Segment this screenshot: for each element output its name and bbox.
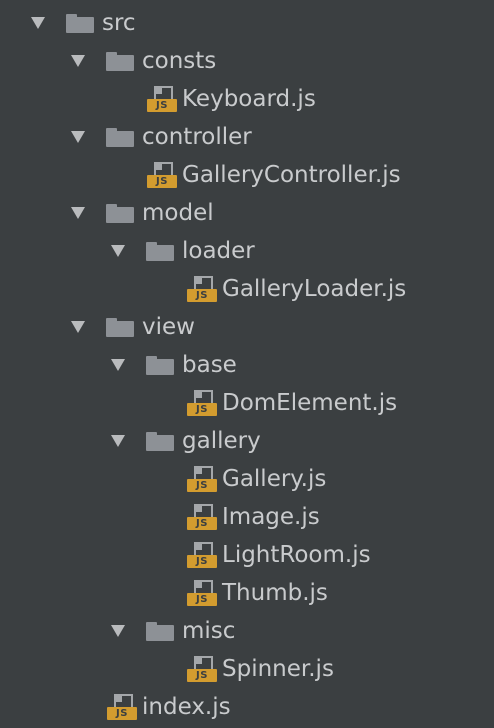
folder-label: model — [142, 200, 214, 226]
tree-file-row[interactable]: JS Keyboard.js — [0, 80, 494, 118]
js-badge: JS — [187, 593, 217, 606]
folder-icon — [106, 52, 134, 71]
js-file-icon: JS — [187, 390, 217, 416]
tree-file-row[interactable]: JS index.js — [0, 688, 494, 726]
js-file-icon: JS — [147, 162, 177, 188]
expand-arrow-icon[interactable] — [31, 17, 45, 29]
tree-file-row[interactable]: JS Spinner.js — [0, 650, 494, 688]
file-label: DomElement.js — [222, 390, 398, 416]
tree-file-row[interactable]: JS DomElement.js — [0, 384, 494, 422]
file-label: Thumb.js — [222, 580, 328, 606]
js-badge: JS — [147, 175, 177, 188]
tree-folder-row[interactable]: gallery — [0, 422, 494, 460]
folder-label: gallery — [182, 428, 261, 454]
folder-icon — [66, 14, 94, 33]
js-file-icon: JS — [187, 276, 217, 302]
expand-arrow-icon[interactable] — [71, 207, 85, 219]
folder-icon — [146, 622, 174, 641]
tree-folder-row[interactable]: misc — [0, 612, 494, 650]
expand-arrow-icon[interactable] — [71, 131, 85, 143]
js-file-icon: JS — [187, 656, 217, 682]
folder-label: src — [102, 10, 136, 36]
folder-icon — [146, 242, 174, 261]
folder-icon — [146, 432, 174, 451]
tree-folder-row[interactable]: controller — [0, 118, 494, 156]
folder-label: loader — [182, 238, 255, 264]
js-badge: JS — [107, 707, 137, 720]
tree-file-row[interactable]: JS GalleryController.js — [0, 156, 494, 194]
tree-file-row[interactable]: JS GalleryLoader.js — [0, 270, 494, 308]
folder-label: view — [142, 314, 195, 340]
expand-arrow-icon[interactable] — [111, 625, 125, 637]
js-file-icon: JS — [187, 504, 217, 530]
tree-folder-row[interactable]: loader — [0, 232, 494, 270]
tree-folder-row[interactable]: model — [0, 194, 494, 232]
expand-arrow-icon[interactable] — [111, 245, 125, 257]
js-badge: JS — [187, 669, 217, 682]
file-label: Keyboard.js — [182, 86, 316, 112]
folder-label: misc — [182, 618, 236, 644]
expand-arrow-icon[interactable] — [111, 359, 125, 371]
tree-folder-row[interactable]: view — [0, 308, 494, 346]
js-badge: JS — [187, 403, 217, 416]
tree-folder-row[interactable]: consts — [0, 42, 494, 80]
folder-label: consts — [142, 48, 217, 74]
folder-icon — [106, 204, 134, 223]
js-file-icon: JS — [147, 86, 177, 112]
folder-icon — [146, 356, 174, 375]
tree-file-row[interactable]: JS Image.js — [0, 498, 494, 536]
expand-arrow-icon[interactable] — [71, 55, 85, 67]
file-label: GalleryController.js — [182, 162, 401, 188]
file-label: GalleryLoader.js — [222, 276, 407, 302]
folder-icon — [106, 318, 134, 337]
file-label: Gallery.js — [222, 466, 327, 492]
tree-file-row[interactable]: JS Thumb.js — [0, 574, 494, 612]
tree-file-row[interactable]: JS LightRoom.js — [0, 536, 494, 574]
file-label: LightRoom.js — [222, 542, 371, 568]
file-label: Image.js — [222, 504, 320, 530]
folder-icon — [106, 128, 134, 147]
js-file-icon: JS — [187, 542, 217, 568]
js-badge: JS — [147, 99, 177, 112]
js-badge: JS — [187, 479, 217, 492]
js-file-icon: JS — [107, 694, 137, 720]
js-badge: JS — [187, 555, 217, 568]
js-file-icon: JS — [187, 466, 217, 492]
js-badge: JS — [187, 289, 217, 302]
folder-label: controller — [142, 124, 252, 150]
expand-arrow-icon[interactable] — [71, 321, 85, 333]
js-file-icon: JS — [187, 580, 217, 606]
file-label: Spinner.js — [222, 656, 334, 682]
js-badge: JS — [187, 517, 217, 530]
tree-folder-row[interactable]: src — [0, 4, 494, 42]
folder-label: base — [182, 352, 237, 378]
tree-file-row[interactable]: JS Gallery.js — [0, 460, 494, 498]
tree-folder-row[interactable]: base — [0, 346, 494, 384]
expand-arrow-icon[interactable] — [111, 435, 125, 447]
file-label: index.js — [142, 694, 231, 720]
